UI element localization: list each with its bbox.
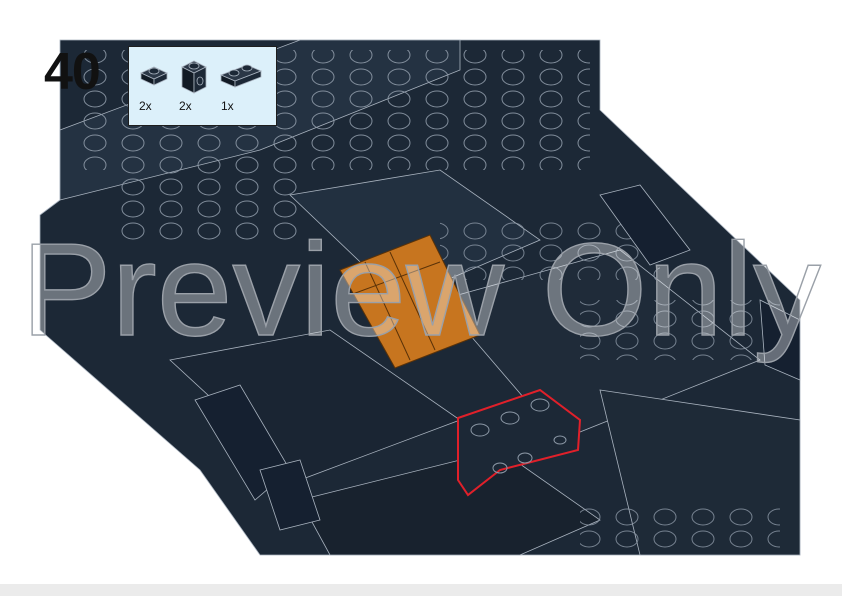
page-footer-band [0,584,842,596]
brick-1x1-studs-side-icon [181,60,207,94]
part-item [177,57,211,97]
preview-watermark: Preview Only [20,215,821,363]
part-quantity: 2x [179,99,192,113]
plate-1x1-icon [140,66,168,86]
part-quantity: 2x [139,99,152,113]
watermark-text: Preview Only [21,216,821,363]
model-illustration [39,39,801,556]
parts-callout: 2x 2x 1x [128,46,277,126]
step-number: 40 [44,43,101,101]
part-item [217,57,265,91]
slope-pieces [194,184,801,531]
part-item [137,57,171,91]
orange-tile-highlight [339,234,481,369]
part-quantity: 1x [221,99,234,113]
new-parts-outline [457,388,582,497]
plate-1x2-icon [219,64,263,88]
